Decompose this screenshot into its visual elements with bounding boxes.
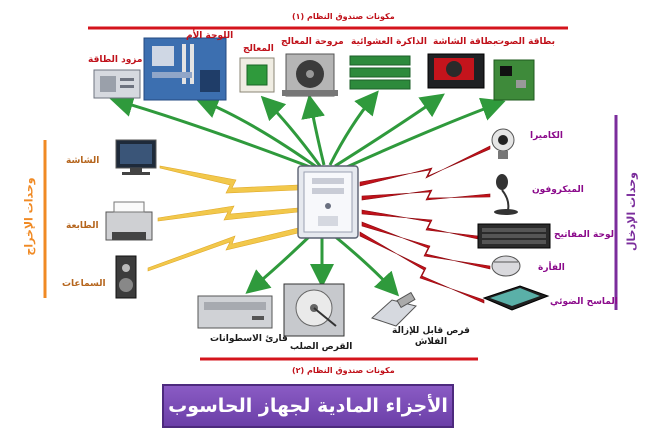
label-hard-disk: القرص الصلب — [290, 342, 353, 352]
monitor-icon — [115, 139, 157, 175]
label-mouse: الفأرة — [538, 263, 565, 273]
label-webcam: الكاميرا — [530, 131, 564, 141]
label-processor: المعالج — [243, 44, 274, 54]
power-supply-icon — [93, 69, 141, 99]
webcam-icon — [491, 128, 515, 159]
usb-flash-icon — [371, 291, 417, 327]
top-green-arrows — [109, 90, 506, 172]
keyboard-icon — [477, 223, 551, 249]
system-unit-components-2: مكونات صندوق النظام (٢) — [292, 366, 395, 375]
label-usb-flash: قرص قابل للإزالة الفلاش — [392, 326, 470, 347]
label-printer: الطابعة — [66, 221, 99, 231]
label-power-supply: مزود الطاقة — [88, 55, 143, 65]
label-monitor: الشاشة — [66, 156, 100, 166]
mouse-icon — [491, 255, 521, 277]
label-cpu-fan: مروحة المعالج — [281, 37, 344, 47]
label-keyboard: لوحة المفاتيح — [554, 230, 614, 240]
output-lightning-arrows — [147, 165, 299, 272]
input-units-label: وحدات الإدخال — [624, 172, 638, 251]
page-title: الأجزاء المادية لجهاز الحاسوب — [168, 395, 448, 417]
label-motherboard: اللوحة الأم — [186, 31, 234, 41]
processor-icon — [239, 57, 275, 93]
sound-card-icon — [493, 59, 535, 101]
speaker-icon — [115, 255, 137, 299]
system-unit-components-1: مكونات صندوق النظام (١) — [292, 12, 395, 21]
label-speakers: السماعات — [62, 279, 106, 289]
label-scanner: الماسح الضوئي — [550, 297, 618, 307]
label-microphone: الميكروفون — [532, 185, 584, 195]
label-ram: الذاكرة العشوائية — [351, 37, 427, 47]
label-sound-card: بطاقة الصوت — [495, 37, 556, 47]
microphone-icon — [494, 174, 518, 215]
hard-disk-icon — [283, 283, 345, 337]
motherboard-icon — [143, 37, 227, 101]
cpu-fan-icon — [282, 53, 338, 97]
input-lightning-arrows — [359, 145, 491, 304]
graphics-card-icon — [427, 53, 485, 89]
label-graphics-card: بطاقة الشاشة — [433, 37, 497, 47]
computer-tower — [297, 165, 359, 239]
scanner-icon — [482, 285, 550, 311]
optical-drive-icon — [197, 295, 273, 329]
output-units-label: وحدات الإخراج — [22, 177, 36, 256]
printer-icon — [105, 201, 153, 241]
ram-icon — [349, 55, 411, 90]
label-optical-drive: قارئ الاسطوانات — [210, 334, 288, 344]
title-banner: الأجزاء المادية لجهاز الحاسوب — [162, 384, 454, 428]
